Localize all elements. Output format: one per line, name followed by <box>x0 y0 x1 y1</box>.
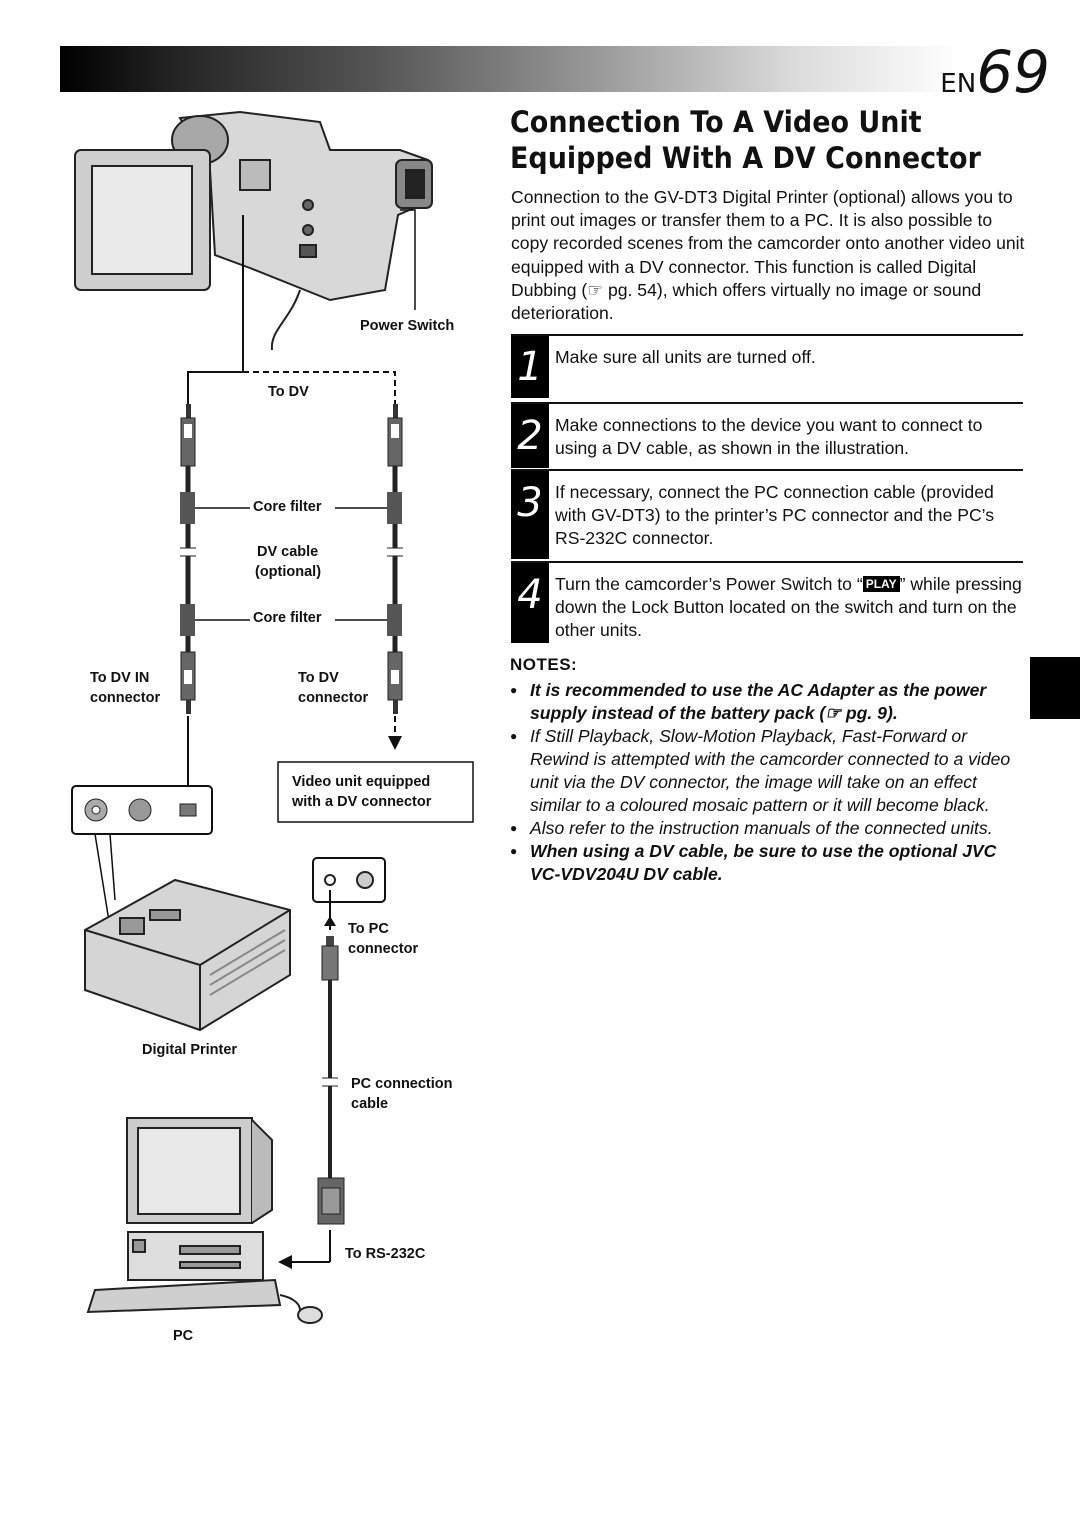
note-item: When using a DV cable, be sure to use th… <box>510 840 1030 886</box>
page-title: Connection To A Video Unit Equipped With… <box>510 105 981 175</box>
video-unit-box <box>277 761 474 823</box>
note-item: If Still Playback, Slow-Motion Playback,… <box>510 725 1030 817</box>
play-badge: PLAY <box>862 576 900 592</box>
step-number: 1 <box>511 336 549 398</box>
step-number: 4 <box>511 563 549 643</box>
label-dv-cable: DV cable <box>257 544 319 560</box>
step-4: 4 Turn the camcorder’s Power Switch to “… <box>511 561 1023 645</box>
label-to-dv-top: To DV <box>268 384 309 400</box>
label-optional: (optional) <box>255 564 322 580</box>
label-cable: cable <box>351 1096 389 1112</box>
step-2: 2 Make connections to the device you wan… <box>511 402 1023 468</box>
step-text: Turn the camcorder’s Power Switch to “PL… <box>555 574 1022 641</box>
label-core-filter-1: Core filter <box>253 499 322 515</box>
step-number: 3 <box>511 471 549 559</box>
note-item: Also refer to the instruction manuals of… <box>510 817 1030 840</box>
step-1: 1 Make sure all units are turned off. <box>511 334 1023 400</box>
printer-back-panel <box>71 785 213 835</box>
intro-paragraph: Connection to the GV-DT3 Digital Printer… <box>511 187 1025 324</box>
pc-connector-panel <box>312 857 386 903</box>
step-text: If necessary, connect the PC connection … <box>555 482 995 549</box>
notes-heading: NOTES: <box>510 655 578 674</box>
label-pc-connection: PC connection <box>351 1076 453 1092</box>
label-video-unit-2: with a DV connector <box>292 794 432 810</box>
label-core-filter-2: Core filter <box>253 610 322 626</box>
notes-list: It is recommended to use the AC Adapter … <box>510 679 1030 886</box>
pc-illustration <box>86 1117 323 1324</box>
digital-printer-illustration <box>84 878 291 1032</box>
label-power-switch: Power Switch <box>360 318 455 334</box>
page-number: EN69 <box>940 38 1050 106</box>
label-to-rs232c: To RS-232C <box>345 1246 426 1262</box>
camcorder-illustration <box>74 110 434 351</box>
label-to-pc-connector: connector <box>348 941 419 957</box>
step-3: 3 If necessary, connect the PC connectio… <box>511 469 1023 559</box>
header-gradient-bar <box>60 46 960 92</box>
label-to-pc: To PC <box>348 921 389 937</box>
step-text: Make sure all units are turned off. <box>555 347 816 367</box>
dv-cable-left <box>180 404 196 714</box>
label-pc: PC <box>173 1328 194 1344</box>
step-text: Make connections to the device you want … <box>555 415 983 459</box>
label-to-dv-connector: connector <box>298 690 369 706</box>
label-video-unit-1: Video unit equipped <box>292 774 431 790</box>
step-number: 2 <box>511 404 549 468</box>
label-to-dv-in: To DV IN <box>90 670 150 686</box>
pc-connection-cable <box>278 890 345 1269</box>
label-to-dv: To DV <box>298 670 339 686</box>
label-to-dv-in-connector: connector <box>90 690 161 706</box>
dv-cable-right <box>387 404 403 714</box>
section-tab <box>1030 657 1080 719</box>
label-digital-printer: Digital Printer <box>142 1042 238 1058</box>
note-item: It is recommended to use the AC Adapter … <box>510 679 1030 725</box>
